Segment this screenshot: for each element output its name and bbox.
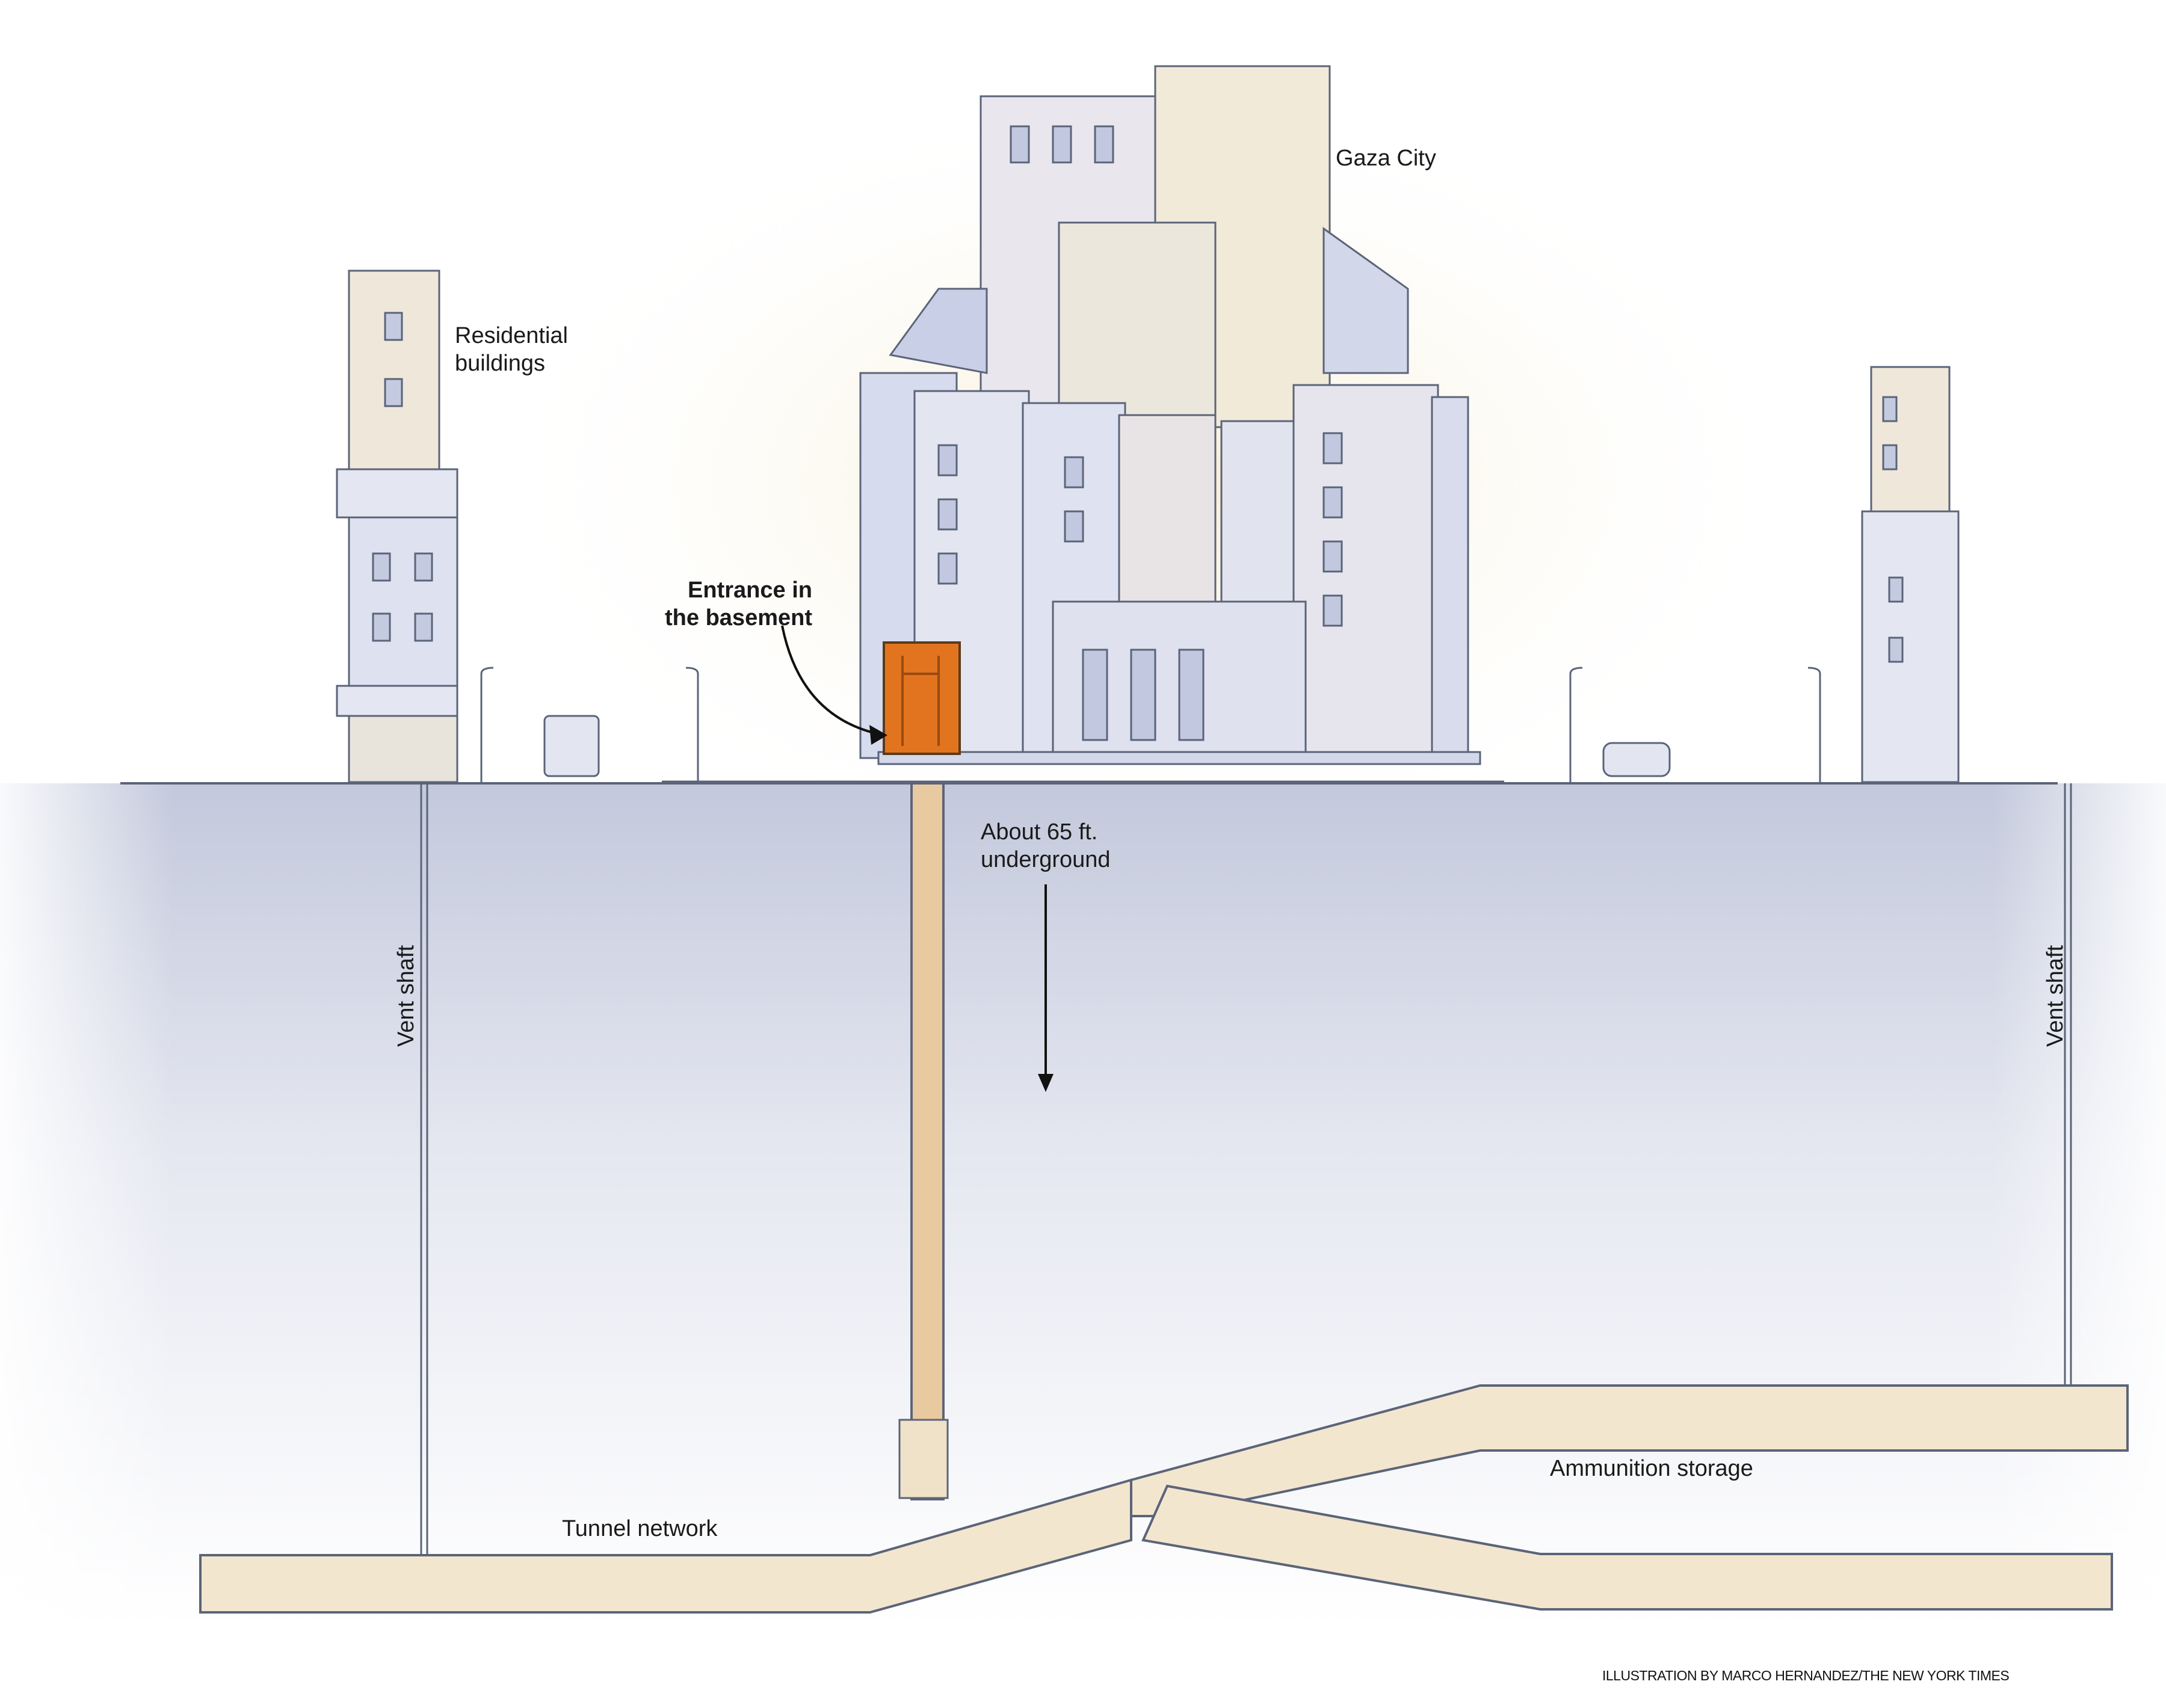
tunnel-left: [199, 1478, 1132, 1614]
street-details: [480, 667, 1821, 782]
tunnel-ammunition-upper: [1130, 1384, 2129, 1517]
illustration-credit: ILLUSTRATION BY MARCO HERNANDEZ/THE NEW …: [1602, 1668, 2010, 1683]
gaza-city-buildings: [662, 65, 1504, 784]
tunnel-network-label: Tunnel network: [562, 1516, 718, 1541]
vent-shafts: [420, 783, 2072, 1555]
entrance-arrow: [781, 625, 879, 735]
depth-label: About 65 ft. underground: [981, 818, 1111, 874]
car: [1602, 742, 1671, 777]
arrows: [781, 625, 1054, 1092]
residential-building-left: [336, 270, 458, 783]
residential-line1: Residential: [455, 323, 568, 348]
vent-shaft-left-label: Vent shaft: [393, 945, 419, 1047]
ammunition-storage-label: Ammunition storage: [1550, 1456, 1753, 1481]
truck: [543, 715, 600, 777]
entrance-line1: Entrance in: [688, 578, 812, 603]
entrance-line2: the basement: [665, 605, 812, 630]
residential-building-right: [1861, 366, 1960, 783]
basement-entrance: [883, 641, 961, 755]
residential-line2: buildings: [455, 351, 545, 376]
underground: [0, 782, 2166, 1626]
vent-shaft-right-label: Vent shaft: [2043, 945, 2068, 1047]
depth-line1: About 65 ft.: [981, 819, 1098, 845]
depth-line2: underground: [981, 847, 1111, 872]
entrance-shaft: [898, 782, 949, 1500]
entrance-label: Entrance in the basement: [626, 576, 812, 632]
residential-buildings-label: Residential buildings: [455, 322, 568, 377]
tunnel-network: [199, 1384, 2129, 1614]
gaza-city-label: Gaza City: [1336, 146, 1436, 171]
tunnel-ammunition-lower: [1141, 1484, 2113, 1611]
